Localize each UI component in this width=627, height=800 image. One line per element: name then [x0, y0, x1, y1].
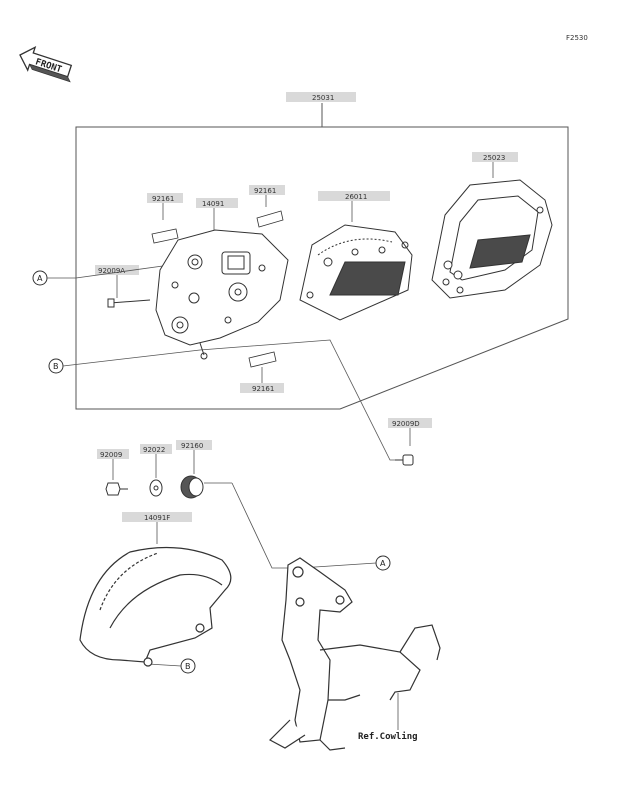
assembly-frame [75, 103, 569, 410]
sticker-bottom [248, 351, 277, 368]
svg-text:92160: 92160 [181, 442, 203, 450]
svg-text:B: B [185, 662, 191, 671]
sticker-top-left [151, 228, 179, 244]
svg-text:92009A: 92009A [98, 267, 125, 275]
svg-text:14091: 14091 [202, 200, 224, 208]
svg-text:25031: 25031 [312, 94, 334, 102]
callout-b-upper: B [48, 339, 405, 461]
callout-b-lower: B [147, 658, 196, 674]
label-assembly: 25031 [286, 92, 356, 102]
front-arrow-icon: FRONT [19, 46, 73, 83]
label-meter: 26011 [318, 191, 390, 222]
sticker-top-right [256, 210, 284, 228]
label-lower-cover: 14091F [122, 512, 192, 544]
meter-unit [299, 224, 413, 321]
label-screw-a: 92009A [95, 265, 139, 298]
figure-id: F2530 [566, 34, 588, 42]
svg-text:25023: 25023 [483, 154, 505, 162]
svg-text:A: A [37, 274, 43, 283]
screw-b-icon [395, 454, 414, 466]
svg-text:B: B [53, 362, 59, 371]
screw-a-icon [107, 298, 151, 308]
label-grommet: 92160 [176, 440, 212, 474]
screw-lower-icon [105, 482, 128, 496]
label-top-left: 92161 [147, 193, 183, 220]
svg-text:26011: 26011 [345, 193, 367, 201]
label-case: 14091 [196, 198, 238, 232]
label-collar: 92022 [140, 444, 172, 478]
meter-bracket [269, 557, 441, 751]
svg-text:92022: 92022 [143, 446, 165, 454]
collar-icon [149, 479, 163, 497]
label-bottom: 92161 [240, 367, 284, 393]
label-screw-lower: 92009 [97, 449, 129, 480]
meter-case [155, 229, 289, 360]
svg-text:92161: 92161 [152, 195, 174, 203]
svg-text:14091F: 14091F [144, 514, 170, 522]
meter-cover [431, 179, 553, 299]
label-screw-b: 92009D [388, 418, 432, 446]
svg-text:A: A [380, 559, 386, 568]
ref-cowling-label: Ref.Cowling [358, 731, 418, 742]
svg-text:92161: 92161 [252, 385, 274, 393]
svg-text:92009D: 92009D [392, 420, 420, 428]
svg-text:92009: 92009 [100, 451, 122, 459]
svg-text:92161: 92161 [254, 187, 276, 195]
callout-a-upper: A [32, 264, 171, 286]
label-cover: 25023 [472, 152, 518, 178]
label-top-right: 92161 [249, 185, 285, 207]
lower-cover [79, 546, 232, 667]
